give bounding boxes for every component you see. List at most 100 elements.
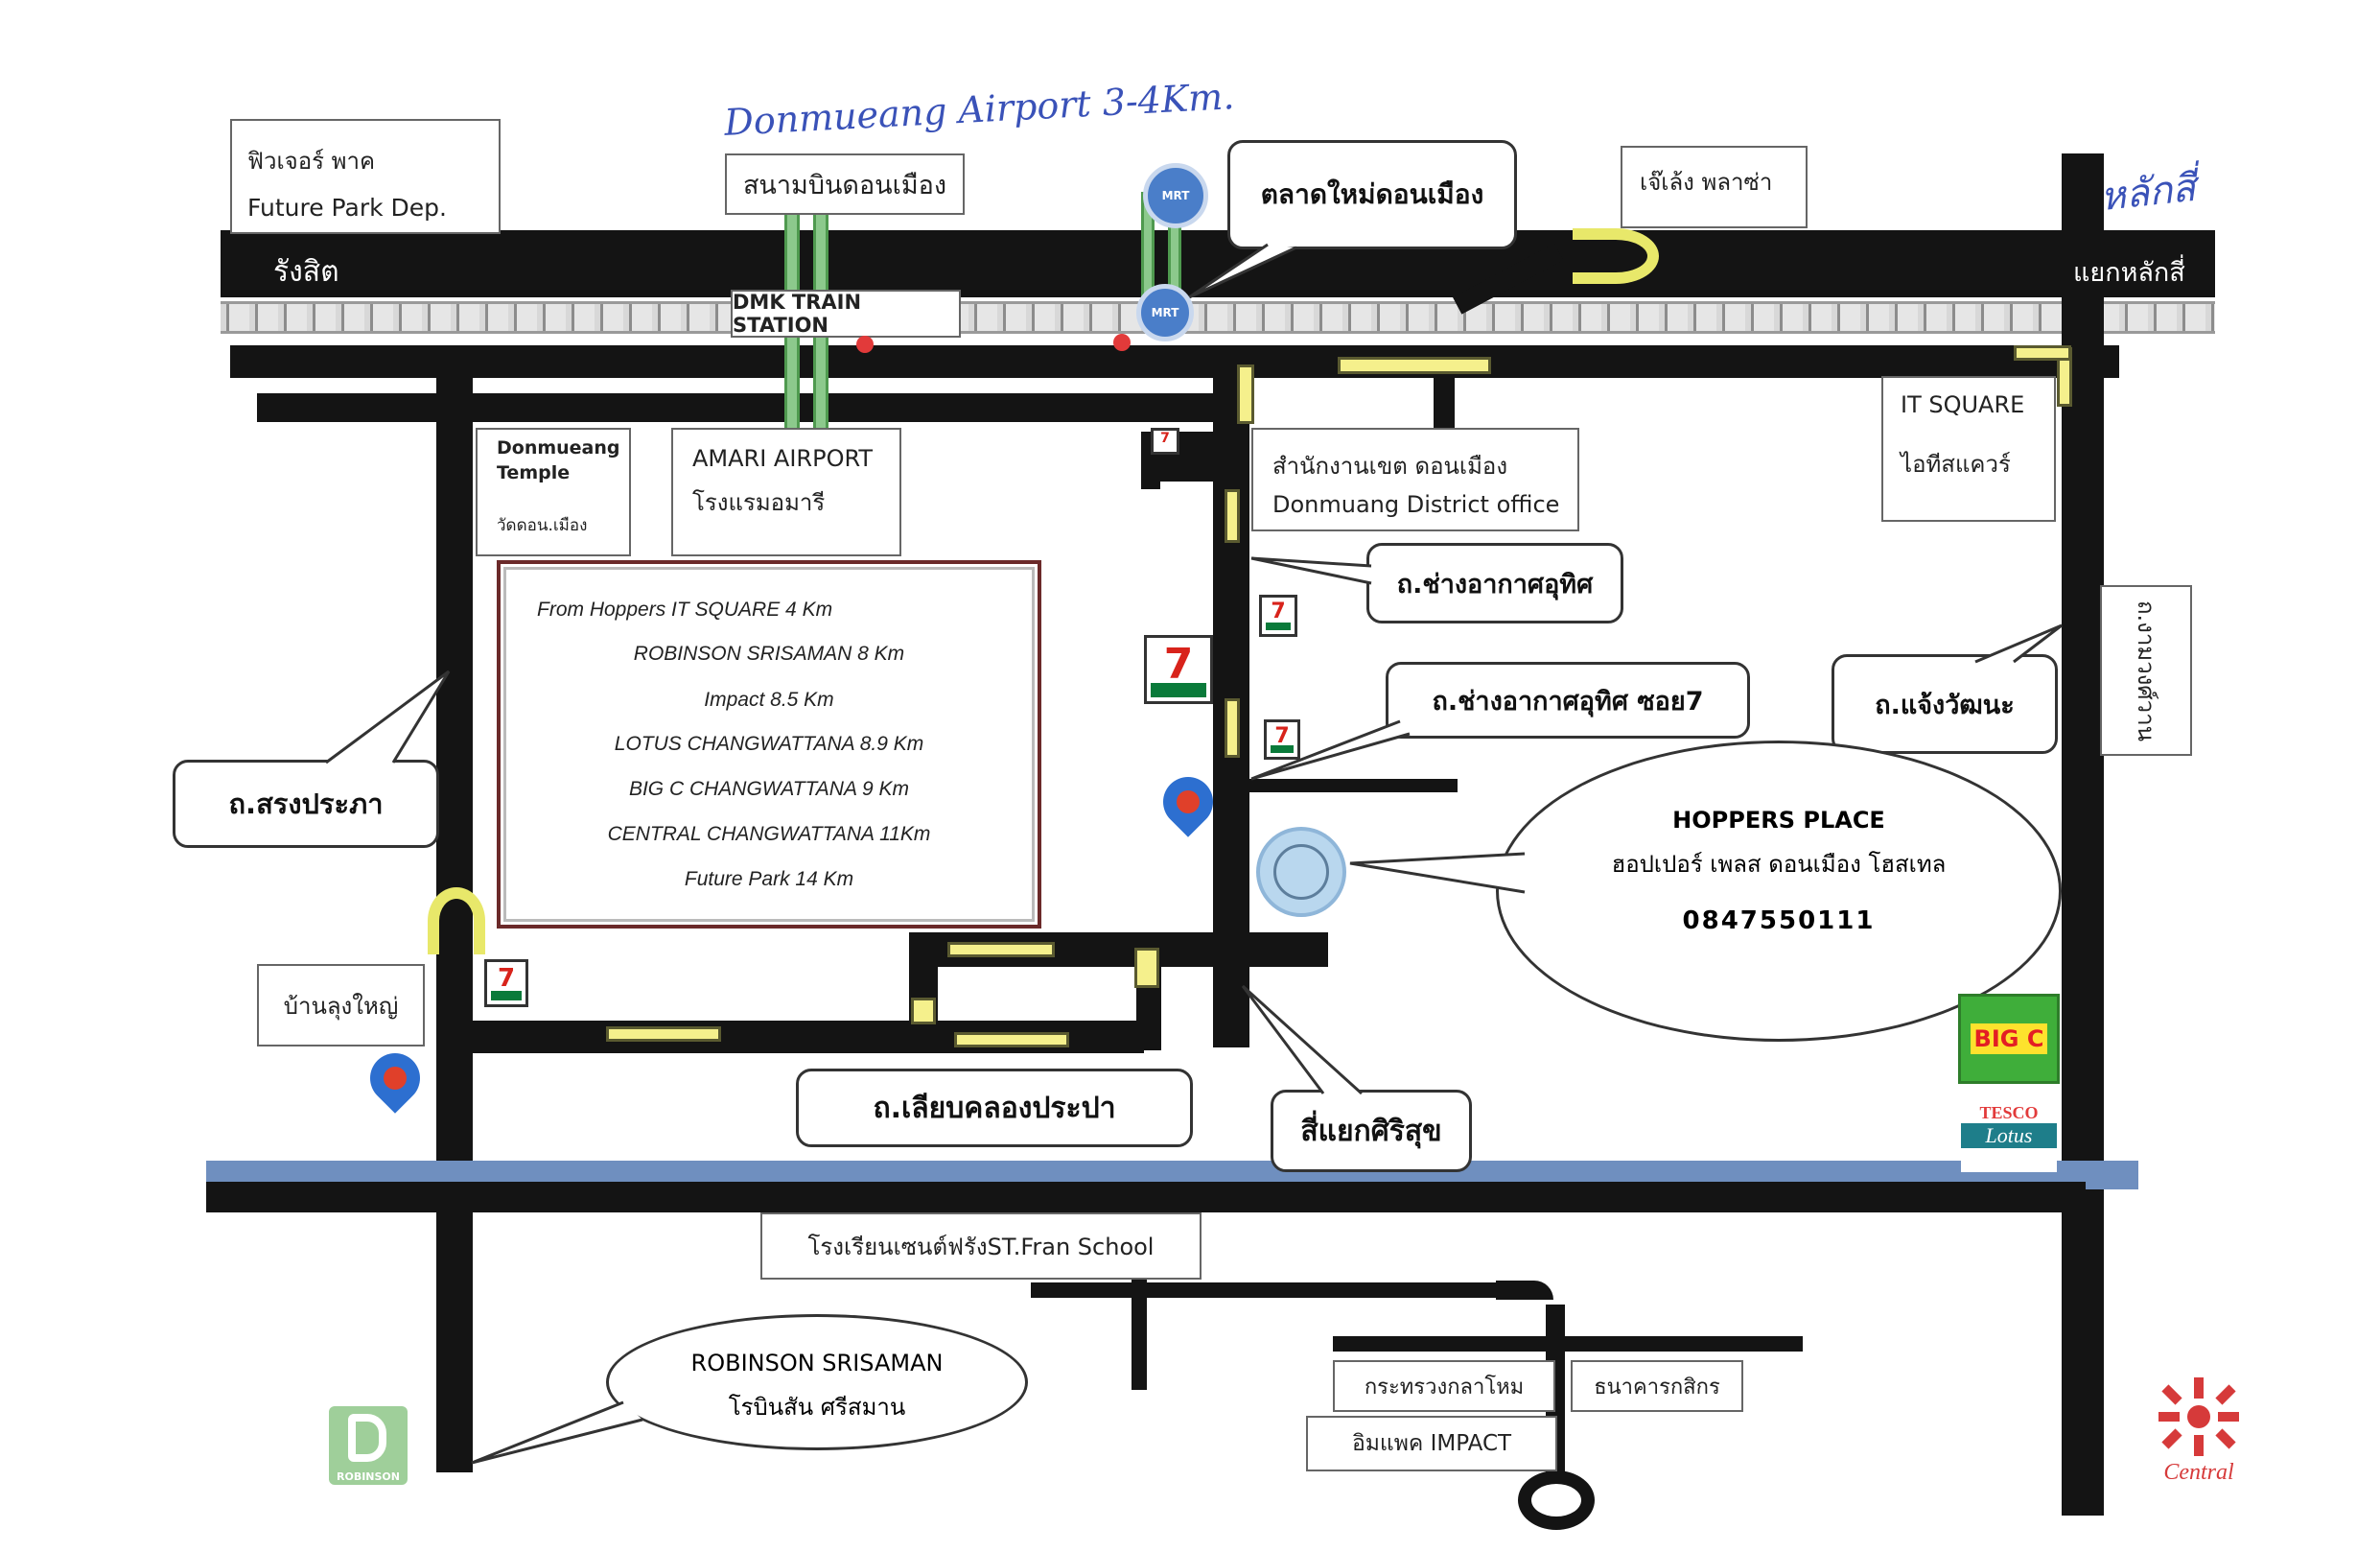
si-yaek-bubble: สี่แยกศิริสุข: [1271, 1090, 1472, 1172]
market-label: ตลาดใหม่ดอนเมือง: [1260, 178, 1484, 210]
market-bubble: ตลาดใหม่ดอนเมือง: [1227, 140, 1517, 249]
gas-station-icon: [360, 1043, 431, 1114]
amari-en: AMARI AIRPORT: [692, 445, 874, 472]
arrow-loop-down: [1134, 948, 1159, 988]
soi-7-road: [1247, 779, 1458, 792]
distance-item: BIG C CHANGWATTANA 9 Km: [628, 778, 910, 800]
railway: [221, 301, 2215, 334]
seven-stub-2: [1141, 460, 1160, 489]
it-square-box: IT SQUARE ไอทีสแควร์: [1881, 376, 2056, 522]
lotus-label: Lotus: [1961, 1123, 2057, 1148]
chaeng-watthana-bubble: ถ.แจ้งวัฒนะ: [1832, 654, 2058, 754]
ministry-box: กระทรวงกลาโหม: [1333, 1360, 1555, 1412]
robinson-logo: ROBINSON: [329, 1406, 408, 1485]
chang-akat-soi7-bubble: ถ.ช่างอากาศอุทิศ ซอย7: [1386, 662, 1750, 739]
robinson-name-en: ROBINSON SRISAMAN: [690, 1350, 944, 1376]
arrow-canal-east: [606, 1026, 721, 1042]
robinson-oval: ROBINSON SRISAMAN โรบินสัน ศรีสมาน: [606, 1314, 1028, 1450]
arrow-u-turn: [1573, 228, 1659, 284]
srisaman-road: [206, 1182, 2086, 1212]
impact-box: อิมแพค IMPACT: [1306, 1416, 1557, 1471]
hoppers-logo-inner: [1273, 844, 1329, 900]
temple-th: วัดดอน.เมือง: [497, 516, 588, 535]
song-prapha-bubble: ถ.สรงประภา: [173, 760, 439, 848]
bigc-logo: BIG C: [1958, 994, 2060, 1084]
distance-item: Future Park 14 Km: [684, 868, 854, 890]
si-yaek-label: สี่แยกศิริสุข: [1300, 1114, 1442, 1148]
si-yaek-pointer: [1241, 984, 1364, 1095]
central-label: Central: [2163, 1460, 2234, 1485]
kasikorn-label: ธนาคารกสิกร: [1594, 1375, 1720, 1399]
metro-icon: MRT: [1143, 163, 1208, 228]
dmk-train-box: DMK TRAIN STATION: [731, 290, 961, 338]
hoppers-logo: [1256, 827, 1346, 917]
arrow-bridge-east: [947, 942, 1055, 957]
chaeng-watthana-label: ถ.แจ้งวัฒนะ: [1875, 690, 2015, 720]
tesco-lotus-logo: TESCO Lotus: [1961, 1103, 2057, 1172]
impact-road-h: [1333, 1336, 1803, 1352]
station-marker: [856, 336, 874, 353]
metro-icon: MRT: [1136, 284, 1194, 341]
distance-item: ROBINSON SRISAMAN 8 Km: [633, 643, 905, 665]
ministry-label: กระทรวงกลาโหม: [1364, 1375, 1525, 1399]
future-park-en: Future Park Dep.: [247, 194, 447, 222]
seven-eleven-logo: 7: [1264, 719, 1300, 760]
seven-eleven-logo: 7: [484, 959, 528, 1007]
arrow-down-3: [1225, 698, 1240, 758]
skytrain-pillar: [1141, 192, 1155, 317]
distance-item: LOTUS CHANGWATTANA 8.9 Km: [614, 733, 924, 755]
arrow-loop-up: [911, 998, 936, 1024]
song-prapha-label: ถ.สรงประภา: [228, 788, 384, 820]
district-office-box: สำนักงานเขต ดอนเมือง Donmuang District o…: [1251, 428, 1579, 531]
arrow-it-square-h: [2014, 345, 2071, 361]
chang-akat-soi7-label: ถ.ช่างอากาศอุทิศ ซอย7: [1432, 686, 1704, 717]
baan-lung-box: บ้านลุงใหญ่: [257, 964, 425, 1046]
seven-eleven-logo: 7: [1144, 635, 1213, 704]
distance-item: CENTRAL CHANGWATTANA 11Km: [607, 823, 931, 845]
rangsit-label: รังสิต: [273, 255, 339, 289]
arrow-down-1: [1237, 364, 1254, 424]
hoppers-name-en: HOPPERS PLACE: [1672, 807, 1885, 834]
hoppers-phone: 0847550111: [1682, 906, 1876, 935]
seven-eleven-logo: 7: [1151, 428, 1179, 455]
seven-eleven-logo: 7: [1259, 595, 1297, 637]
chang-akat-bubble: ถ.ช่างอากาศอุทิศ: [1366, 543, 1623, 623]
it-square-en: IT SQUARE: [1901, 391, 2025, 418]
st-fran-box: โรงเรียนเซนต์ฟรังST.Fran School: [760, 1212, 1202, 1280]
arrow-song-prapha-uturn: [428, 887, 485, 954]
amari-th: โรงแรมอมารี: [692, 489, 826, 516]
temple-en: Donmueang Temple: [497, 437, 620, 483]
arrow-down-2: [1225, 489, 1240, 543]
kasikorn-box: ธนาคารกสิกร: [1571, 1360, 1743, 1412]
loop-west: [909, 932, 938, 1052]
future-park-box: ฟิวเจอร์ พาค Future Park Dep.: [230, 119, 501, 234]
jaeng-plaza-box: เจ๊เล้ง พลาซ่า: [1621, 146, 1808, 228]
song-prapha-pointer: [325, 670, 451, 764]
laksi-junction-label: แยกหลักสี่: [2073, 258, 2185, 288]
temple-road: [257, 393, 1216, 422]
arrow-west: [1338, 357, 1491, 374]
central-flower-icon: [2158, 1377, 2239, 1456]
impact-label: อิมแพค IMPACT: [1351, 1431, 1512, 1456]
robinson-name-th: โรบินสัน ศรีสมาน: [728, 1394, 906, 1421]
airport-handwritten: Donmueang Airport 3-4Km.: [723, 75, 1236, 144]
rangsit-highway: [221, 230, 2215, 297]
central-logo: Central: [2146, 1374, 2252, 1489]
bigc-label: BIG C: [1970, 1023, 2048, 1054]
district-office-en: Donmuang District office: [1272, 491, 1560, 518]
future-park-th: ฟิวเจอร์ พาค: [247, 148, 376, 175]
khlong-prapa-bubble: ถ.เลียบคลองประปา: [796, 1069, 1193, 1147]
district-office-th: สำนักงานเขต ดอนเมือง: [1272, 453, 1508, 480]
arrow-bridge-west: [954, 1032, 1069, 1047]
impact-loop: [1518, 1470, 1595, 1530]
dmk-airport-label: สนามบินดอนเมือง: [742, 170, 947, 200]
temple-box: Donmueang Temple วัดดอน.เมือง: [476, 428, 631, 556]
distance-item: Impact 8.5 Km: [704, 689, 834, 711]
dmk-train-label: DMK TRAIN STATION: [733, 291, 862, 337]
ngamwongwan-box: ถ.งามวงศ์วาน: [2100, 585, 2192, 756]
laksi-handwritten: หลักสี่: [2097, 165, 2198, 221]
tesco-label: TESCO: [1979, 1103, 2039, 1122]
dmk-airport-box: สนามบินดอนเมือง: [725, 153, 965, 215]
service-road: [230, 345, 2119, 378]
